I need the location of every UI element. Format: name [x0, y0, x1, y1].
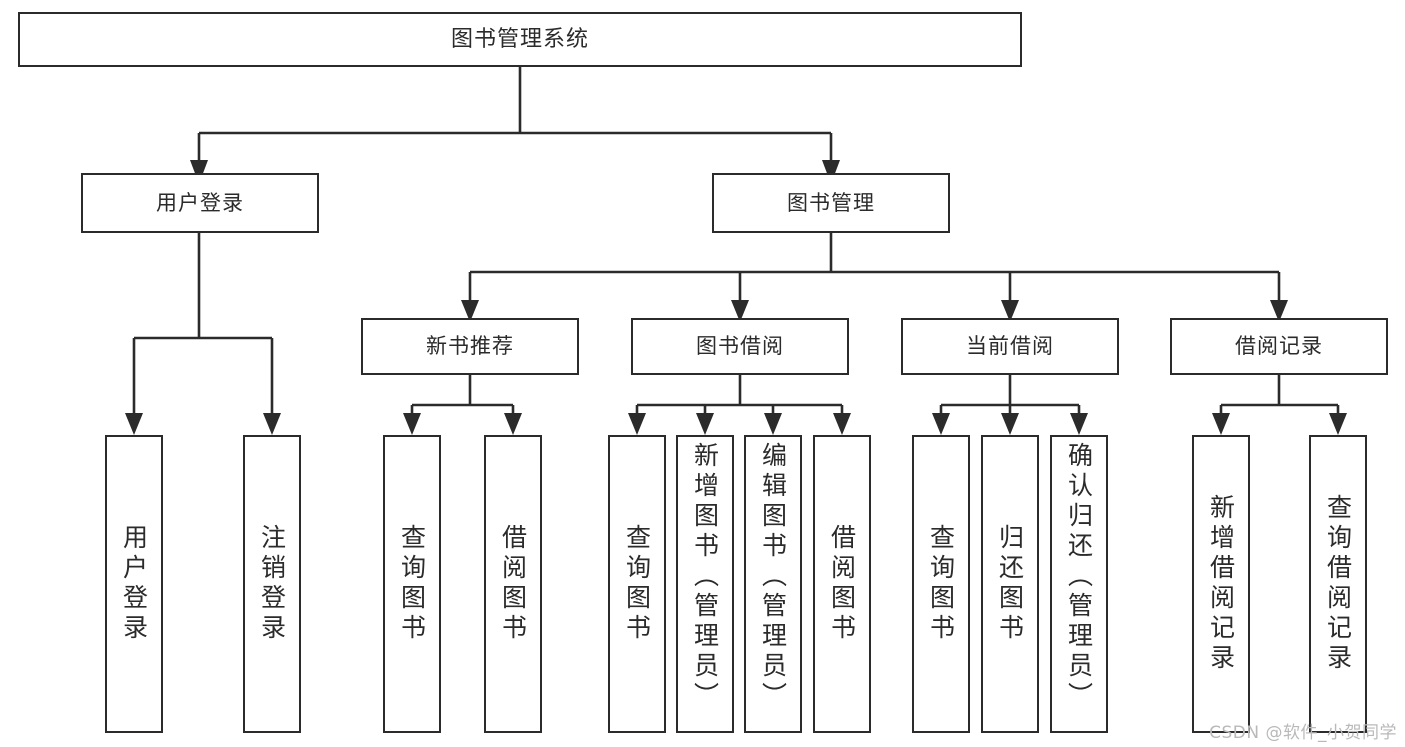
leaf-user-login-label: 用户登录	[119, 524, 149, 644]
leaf-borrow-book-1[interactable]: 借阅图书	[484, 435, 542, 733]
leaf-borrow-book-2-label: 借阅图书	[827, 524, 857, 644]
leaf-query-borrow-record[interactable]: 查询借阅记录	[1309, 435, 1367, 733]
leaf-query-book-1[interactable]: 查询图书	[383, 435, 441, 733]
node-book-management[interactable]: 图书管理	[712, 173, 950, 233]
leaf-edit-book-admin-label: 编辑图书（管理员）	[758, 442, 788, 712]
node-current-borrow-label: 当前借阅	[966, 334, 1054, 359]
leaf-add-borrow-record[interactable]: 新增借阅记录	[1192, 435, 1250, 733]
leaf-query-borrow-record-label: 查询借阅记录	[1323, 494, 1353, 674]
watermark: CSDN @软件_小贺同学	[1209, 723, 1397, 743]
leaf-return-book-label: 归还图书	[995, 524, 1025, 644]
leaf-borrow-book-2[interactable]: 借阅图书	[813, 435, 871, 733]
leaf-user-login[interactable]: 用户登录	[105, 435, 163, 733]
leaf-confirm-return-admin[interactable]: 确认归还（管理员）	[1050, 435, 1108, 733]
leaf-query-book-2-label: 查询图书	[622, 524, 652, 644]
leaf-query-book-3[interactable]: 查询图书	[912, 435, 970, 733]
node-borrow-record-label: 借阅记录	[1235, 334, 1323, 359]
leaf-borrow-book-1-label: 借阅图书	[498, 524, 528, 644]
node-new-book-recommend[interactable]: 新书推荐	[361, 318, 579, 375]
node-root-label: 图书管理系统	[450, 26, 589, 52]
node-user-login-label: 用户登录	[156, 190, 244, 215]
node-book-borrow[interactable]: 图书借阅	[631, 318, 849, 375]
leaf-query-book-3-label: 查询图书	[926, 524, 956, 644]
leaf-edit-book-admin[interactable]: 编辑图书（管理员）	[744, 435, 802, 733]
leaf-confirm-return-admin-label: 确认归还（管理员）	[1064, 442, 1094, 712]
leaf-logout[interactable]: 注销登录	[243, 435, 301, 733]
leaf-add-book-admin-label: 新增图书（管理员）	[690, 442, 720, 712]
node-new-book-recommend-label: 新书推荐	[426, 334, 514, 359]
leaf-return-book[interactable]: 归还图书	[981, 435, 1039, 733]
leaf-query-book-2[interactable]: 查询图书	[608, 435, 666, 733]
node-current-borrow[interactable]: 当前借阅	[901, 318, 1119, 375]
node-borrow-record[interactable]: 借阅记录	[1170, 318, 1388, 375]
node-root[interactable]: 图书管理系统	[18, 12, 1022, 67]
leaf-logout-label: 注销登录	[257, 524, 287, 644]
leaf-query-book-1-label: 查询图书	[397, 524, 427, 644]
leaf-add-book-admin[interactable]: 新增图书（管理员）	[676, 435, 734, 733]
leaf-add-borrow-record-label: 新增借阅记录	[1206, 494, 1236, 674]
node-book-management-label: 图书管理	[787, 190, 875, 215]
node-book-borrow-label: 图书借阅	[696, 334, 784, 359]
node-user-login[interactable]: 用户登录	[81, 173, 319, 233]
